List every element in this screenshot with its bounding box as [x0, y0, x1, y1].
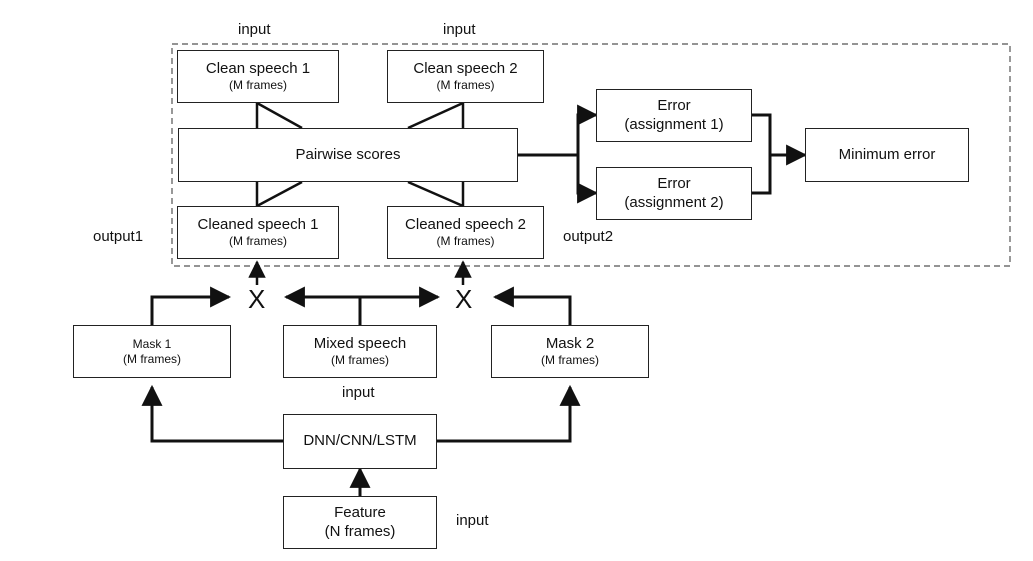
input-label-clean-2: input	[443, 21, 476, 38]
error-2-title: Error	[657, 174, 691, 192]
feature-frames: (N frames)	[324, 522, 396, 540]
clean-speech-1-box: Clean speech 1 (M frames)	[177, 50, 339, 103]
output1-label: output1	[93, 228, 144, 245]
arrow-dnn-to-mask2	[437, 384, 581, 443]
input-label-mixed: input	[342, 384, 375, 401]
arrow-to-error1	[576, 104, 599, 155]
feature-title: Feature	[334, 503, 386, 521]
mixed-speech-box: Mixed speech (M frames)	[283, 325, 437, 378]
input-label-feature: input	[456, 512, 489, 529]
input-label-clean-1: input	[238, 21, 271, 38]
errors-merge-line	[752, 113, 772, 195]
feature-box: Feature (N frames)	[283, 496, 437, 549]
clean-speech-1-frames: (M frames)	[229, 78, 287, 93]
mask-1-title: Mask 1	[132, 336, 172, 351]
clean-speech-2-box: Clean speech 2 (M frames)	[387, 50, 544, 103]
mask-2-frames: (M frames)	[541, 353, 599, 368]
mask-1-frames: (M frames)	[123, 351, 181, 366]
clean-speech-1-title: Clean speech 1	[205, 59, 311, 77]
mixed-speech-title: Mixed speech	[313, 334, 407, 352]
cleaned-speech-2-frames: (M frames)	[436, 234, 495, 249]
arrow-mask1-to-x1	[150, 286, 232, 325]
arrow-dnn-to-mask1	[141, 384, 283, 443]
mask-2-box: Mask 2 (M frames)	[491, 325, 649, 378]
dnn-cnn-lstm-box: DNN/CNN/LSTM	[283, 414, 437, 469]
cleaned-speech-1-frames: (M frames)	[229, 234, 287, 249]
mask-1-box: Mask 1 (M frames)	[73, 325, 231, 378]
error-2-assignment: (assignment 2)	[624, 193, 724, 211]
mixed-speech-frames: (M frames)	[331, 353, 389, 368]
pairwise-scores-box: Pairwise scores	[178, 128, 518, 182]
error-1-assignment: (assignment 1)	[624, 115, 724, 133]
mask-2-title: Mask 2	[545, 334, 595, 352]
error-assignment-2-box: Error (assignment 2)	[596, 167, 752, 220]
error-assignment-1-box: Error (assignment 1)	[596, 89, 752, 142]
minimum-error-box: Minimum error	[805, 128, 969, 182]
arrow-to-error2	[576, 155, 599, 204]
error-1-title: Error	[657, 96, 691, 114]
cleaned-speech-1-box: Cleaned speech 1 (M frames)	[177, 206, 339, 259]
cleaned-speech-2-title: Cleaned speech 2	[405, 215, 526, 233]
pairwise-scores-title: Pairwise scores	[295, 145, 401, 163]
multiply-symbol-2: X	[455, 284, 473, 314]
output2-label: output2	[563, 228, 614, 245]
dnn-cnn-lstm-title: DNN/CNN/LSTM	[303, 432, 417, 450]
cleaned-speech-1-title: Cleaned speech 1	[197, 215, 319, 233]
clean-speech-2-title: Clean speech 2	[413, 59, 518, 77]
arrow-mask2-to-x2	[492, 286, 572, 325]
cleaned-speech-2-box: Cleaned speech 2 (M frames)	[387, 206, 544, 259]
minimum-error-title: Minimum error	[838, 145, 936, 163]
multiply-symbol-1: X	[248, 284, 266, 314]
clean-speech-2-frames: (M frames)	[436, 78, 495, 93]
